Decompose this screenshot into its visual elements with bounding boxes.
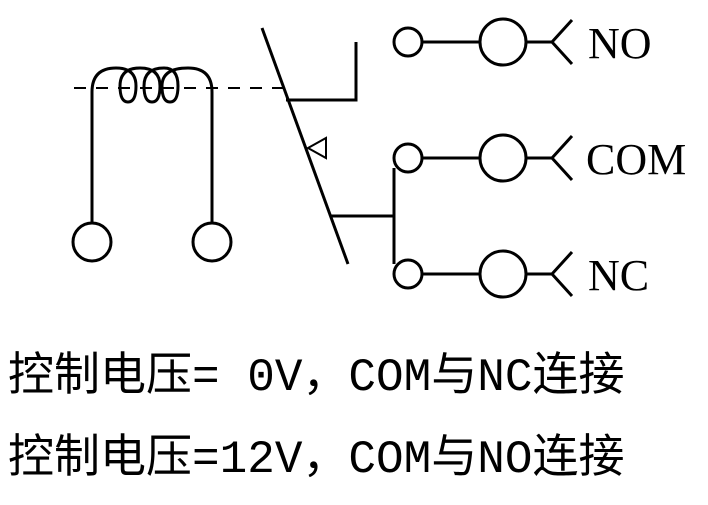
switch-arm [260,27,350,265]
no-terminal-row [392,17,574,67]
nc-connector-fork [549,250,574,298]
com-terminal-row [392,133,574,183]
caption-voltage-12v: 控制电压=12V，COM与NO连接 [8,434,625,486]
coil-loop-1 [115,66,141,104]
coil-right-lead [187,66,214,222]
coil-left-lead [90,66,117,222]
no-connector-circle [478,17,528,67]
com-label: COM [586,135,686,184]
no-label: NO [588,19,652,68]
nc-terminal-row [392,249,574,299]
com-terminal-circle [392,142,424,174]
coil-loop-3 [160,66,189,104]
nc-terminal-circle [392,258,424,290]
coil-loop-2 [139,66,165,104]
armature-arrow-marker [305,136,327,160]
coil-terminal-right [191,221,233,263]
nc-connector-circle [478,249,528,299]
coil-terminal-left [71,221,113,263]
no-connector-fork [549,18,574,66]
switch-contact [260,27,396,265]
caption-voltage-0v: 控制电压= 0V，COM与NC连接 [8,352,625,404]
no-terminal-circle [392,26,424,58]
no-contact-bracket [286,42,358,102]
nc-label: NC [588,251,649,300]
com-connector-circle [478,133,528,183]
com-connector-fork [549,134,574,182]
relay-coil [71,66,233,263]
